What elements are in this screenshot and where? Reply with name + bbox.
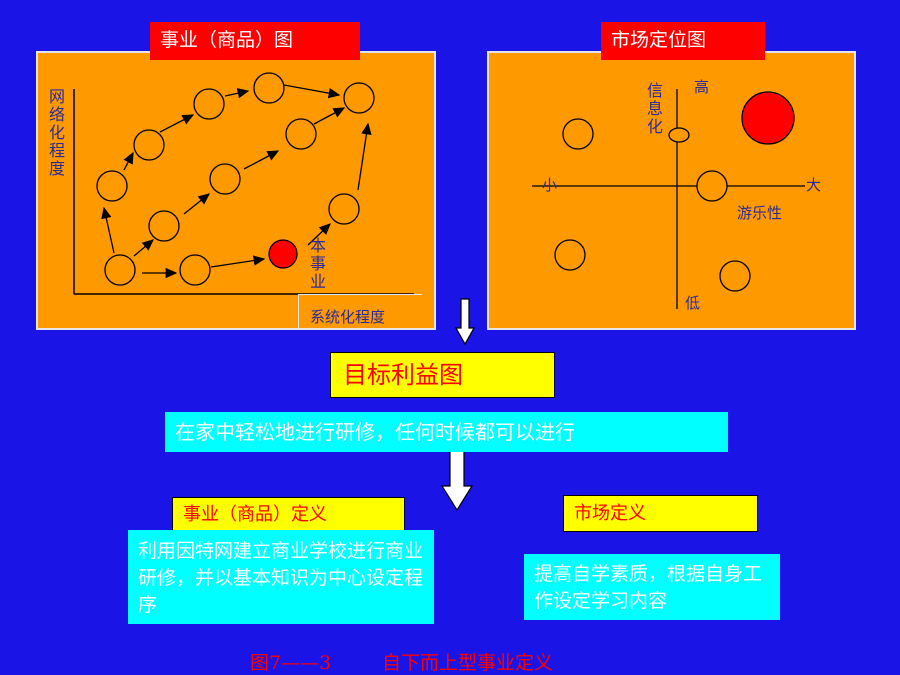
own-business-label: 本事业	[310, 236, 327, 291]
y-axis-label: 网络化程度	[49, 87, 66, 178]
business-definition-title: 事业（商品）定义	[172, 497, 405, 533]
market-map-diagram	[532, 89, 805, 309]
market-nodes	[554, 118, 751, 292]
node	[343, 82, 375, 114]
market-map-title: 市场定位图	[601, 22, 765, 60]
label-info: 信息化	[647, 81, 664, 136]
goal-text: 在家中轻松地进行研修，任何时候都可以进行	[165, 412, 728, 452]
business-definition-text: 利用因特网建立商业学校进行商业研修，并以基本知识为中心设定程序	[128, 530, 434, 624]
node	[193, 88, 225, 120]
node	[209, 163, 241, 195]
business-map-title: 事业（商品）图	[150, 22, 360, 60]
node	[285, 118, 317, 150]
node	[148, 210, 180, 242]
down-arrow-icon	[441, 450, 473, 512]
goal-title: 目标利益图	[330, 352, 555, 398]
node	[554, 239, 586, 271]
node	[719, 260, 751, 292]
node	[696, 170, 728, 202]
own-business-node	[268, 239, 298, 269]
label-large: 大	[806, 176, 822, 194]
down-arrow-icon	[455, 298, 475, 346]
node	[96, 170, 128, 202]
node	[104, 254, 136, 286]
market-map-panel	[487, 51, 856, 330]
node	[668, 127, 690, 143]
node	[562, 118, 594, 150]
business-nodes	[96, 72, 375, 286]
x-axis-label: 系统化程度	[310, 308, 386, 326]
node	[179, 254, 211, 286]
market-definition-title: 市场定义	[563, 495, 758, 532]
label-high: 高	[694, 78, 710, 96]
business-map-diagram	[73, 72, 414, 295]
path-arrows	[101, 84, 372, 279]
figure-number: 图7——3	[250, 652, 332, 674]
market-definition-text: 提高自学素质，根据自身工作设定学习内容	[524, 554, 780, 620]
node	[253, 72, 285, 104]
label-entertainment: 游乐性	[737, 204, 783, 222]
label-small: 小	[542, 176, 558, 194]
node	[133, 129, 165, 161]
target-market-node	[741, 91, 795, 145]
figure-caption: 自下而上型事业定义	[382, 652, 554, 674]
label-low: 低	[685, 294, 701, 312]
node	[328, 193, 360, 225]
x-axis-label-box	[298, 294, 422, 330]
